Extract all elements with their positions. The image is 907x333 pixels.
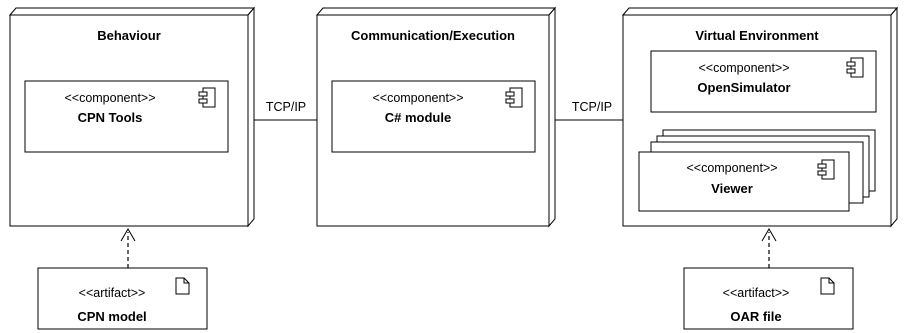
- node-behaviour-top: [8, 7, 256, 16]
- component-viewer-box: [638, 151, 850, 212]
- artifact-oar-file-name: OAR file: [730, 309, 781, 324]
- artifact-cpn-model-stereotype: <<artifact>>: [79, 286, 146, 300]
- artifact-oar-file[interactable]: <<artifact>> OAR file: [683, 267, 854, 330]
- node-communication-title: Communication/Execution: [351, 28, 515, 43]
- connection-tcpip-right[interactable]: TCP/IP: [555, 100, 623, 121]
- component-icon: [817, 159, 835, 180]
- node-virtual-environment-title: Virtual Environment: [695, 28, 819, 43]
- node-communication-top: [315, 7, 557, 16]
- component-opensimulator[interactable]: <<component>> OpenSimulator: [650, 50, 877, 113]
- node-communication-side: [548, 6, 556, 228]
- component-icon: [846, 57, 864, 78]
- dependency-cpn-model[interactable]: [120, 228, 136, 268]
- document-icon: [820, 277, 835, 295]
- component-cpn-tools-box: [24, 80, 229, 153]
- artifact-cpn-model[interactable]: <<artifact>> CPN model: [37, 267, 208, 330]
- component-viewer-name: Viewer: [711, 181, 753, 196]
- component-csharp-module-box: [331, 80, 536, 153]
- document-icon: [175, 277, 190, 295]
- dependency-oar-file[interactable]: [761, 228, 777, 268]
- connection-tcpip-left[interactable]: TCP/IP: [254, 100, 317, 121]
- component-csharp-module[interactable]: <<component>> C# module: [331, 80, 536, 153]
- component-opensimulator-box: [650, 50, 877, 113]
- component-icon: [198, 87, 216, 108]
- component-opensimulator-name: OpenSimulator: [697, 80, 790, 95]
- connection-label: TCP/IP: [572, 100, 612, 114]
- dependency-arrowhead: [120, 228, 136, 242]
- component-cpn-tools[interactable]: <<component>> CPN Tools: [24, 80, 229, 153]
- node-virtual-environment-side: [890, 6, 898, 228]
- node-behaviour-title: Behaviour: [97, 28, 161, 43]
- component-opensimulator-stereotype: <<component>>: [698, 61, 789, 75]
- component-icon: [505, 87, 523, 108]
- dependency-arrowhead: [761, 228, 777, 242]
- artifact-cpn-model-name: CPN model: [77, 309, 146, 324]
- artifact-oar-file-stereotype: <<artifact>>: [723, 286, 790, 300]
- component-viewer[interactable]: <<component>> Viewer: [638, 129, 876, 212]
- component-viewer-stereotype: <<component>>: [686, 161, 777, 175]
- component-csharp-module-name: C# module: [385, 110, 451, 125]
- component-cpn-tools-stereotype: <<component>>: [64, 91, 155, 105]
- component-csharp-module-stereotype: <<component>>: [372, 91, 463, 105]
- node-behaviour-side: [247, 6, 255, 228]
- node-virtual-environment-top: [621, 7, 899, 16]
- component-cpn-tools-name: CPN Tools: [78, 110, 143, 125]
- connection-label: TCP/IP: [266, 100, 306, 114]
